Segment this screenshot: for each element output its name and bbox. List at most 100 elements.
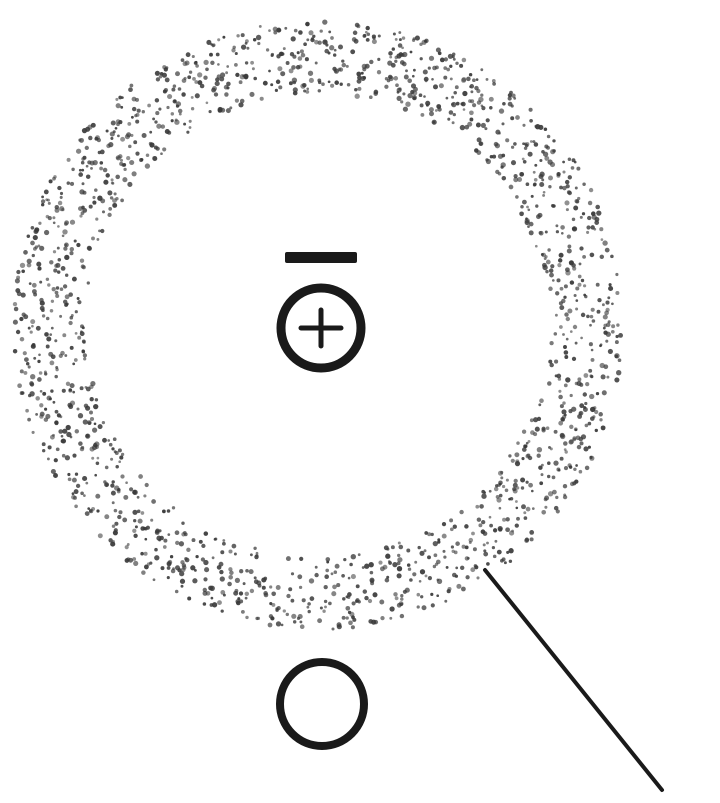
shell-dot <box>23 371 27 375</box>
shell-dot <box>37 360 40 363</box>
shell-dot <box>115 127 118 130</box>
shell-dot <box>602 303 605 306</box>
shell-dot <box>452 550 455 553</box>
shell-dot <box>35 396 40 401</box>
shell-dot <box>180 579 185 584</box>
shell-dot <box>544 506 547 509</box>
shell-dot <box>533 183 536 186</box>
shell-dot <box>337 622 342 627</box>
shell-dot <box>397 96 402 101</box>
shell-dot <box>514 452 519 457</box>
shell-dot <box>493 555 497 559</box>
shell-dot <box>308 610 311 613</box>
shell-dot <box>335 564 340 569</box>
shell-dot <box>17 383 22 388</box>
shell-dot <box>203 560 208 565</box>
shell-dot <box>443 76 447 80</box>
shell-dot <box>579 262 582 265</box>
shell-dot <box>341 59 344 62</box>
shell-dot <box>512 487 516 491</box>
shell-dot <box>520 478 525 483</box>
shell-dot <box>585 382 589 386</box>
shell-dot <box>239 569 243 573</box>
shell-dot <box>27 235 30 238</box>
shell-dot <box>593 406 596 409</box>
shell-dot <box>178 87 182 91</box>
shell-dot <box>44 189 49 194</box>
shell-dot <box>89 510 92 513</box>
shell-dot <box>179 571 184 576</box>
shell-dot <box>81 446 84 449</box>
shell-dot <box>547 381 552 386</box>
shell-dot <box>283 47 286 50</box>
shell-dot <box>477 517 481 521</box>
shell-dot <box>431 603 435 607</box>
shell-dot <box>47 457 50 460</box>
shell-dot <box>146 153 150 157</box>
shell-dot <box>324 574 329 579</box>
shell-dot <box>96 509 99 512</box>
shell-dot <box>52 216 55 219</box>
shell-dot <box>301 53 306 58</box>
shell-dot <box>324 585 328 589</box>
shell-dot <box>259 25 262 28</box>
shell-dot <box>403 107 408 112</box>
shell-dot <box>263 577 267 581</box>
shell-dot <box>55 208 60 213</box>
shell-dot <box>93 404 98 409</box>
shell-dot <box>209 53 213 57</box>
shell-dot <box>61 438 66 443</box>
shell-dot <box>76 149 81 154</box>
shell-dot <box>616 323 619 326</box>
shell-dot <box>492 155 496 159</box>
shell-dot <box>70 383 75 388</box>
shell-dot <box>425 79 428 82</box>
shell-dot <box>57 186 61 190</box>
shell-dot <box>400 594 403 597</box>
shell-dot <box>388 560 391 563</box>
shell-dot <box>610 255 614 259</box>
shell-dot <box>246 47 249 50</box>
shell-dot <box>510 497 514 501</box>
shell-dot <box>363 34 367 38</box>
shell-dot <box>77 297 80 300</box>
shell-dot <box>308 71 313 76</box>
shell-dot <box>539 172 544 177</box>
shell-dot <box>575 299 578 302</box>
shell-dot <box>349 563 353 567</box>
shell-dot <box>598 412 603 417</box>
shell-dot <box>13 320 18 325</box>
shell-dot <box>98 424 103 429</box>
shell-dot <box>560 457 564 461</box>
shell-dot <box>528 483 533 488</box>
shell-dot <box>41 196 44 199</box>
shell-dot <box>103 168 108 173</box>
shell-dot <box>74 489 79 494</box>
shell-dot <box>27 418 31 422</box>
shell-dot <box>186 131 189 134</box>
shell-dot <box>300 83 305 88</box>
shell-dot <box>232 46 235 49</box>
shell-dot <box>469 538 474 543</box>
shell-dot <box>144 552 148 556</box>
shell-dot <box>118 448 122 452</box>
shell-dot <box>571 407 576 412</box>
shell-dot <box>475 505 479 509</box>
shell-dot <box>54 421 58 425</box>
shell-dot <box>544 497 548 501</box>
shell-dot <box>55 294 59 298</box>
shell-dot <box>330 84 334 88</box>
shell-dot <box>532 507 535 510</box>
shell-dot <box>464 524 468 528</box>
shell-dot <box>132 490 137 495</box>
shell-dot <box>83 419 88 424</box>
shell-dot <box>455 567 458 570</box>
shell-dot <box>397 566 402 571</box>
shell-dot <box>567 234 571 238</box>
shell-dot <box>271 592 276 597</box>
shell-dot <box>62 234 65 237</box>
shell-dot <box>353 31 358 36</box>
shell-dot <box>160 152 163 155</box>
shell-dot <box>566 184 570 188</box>
shell-dot <box>558 469 561 472</box>
